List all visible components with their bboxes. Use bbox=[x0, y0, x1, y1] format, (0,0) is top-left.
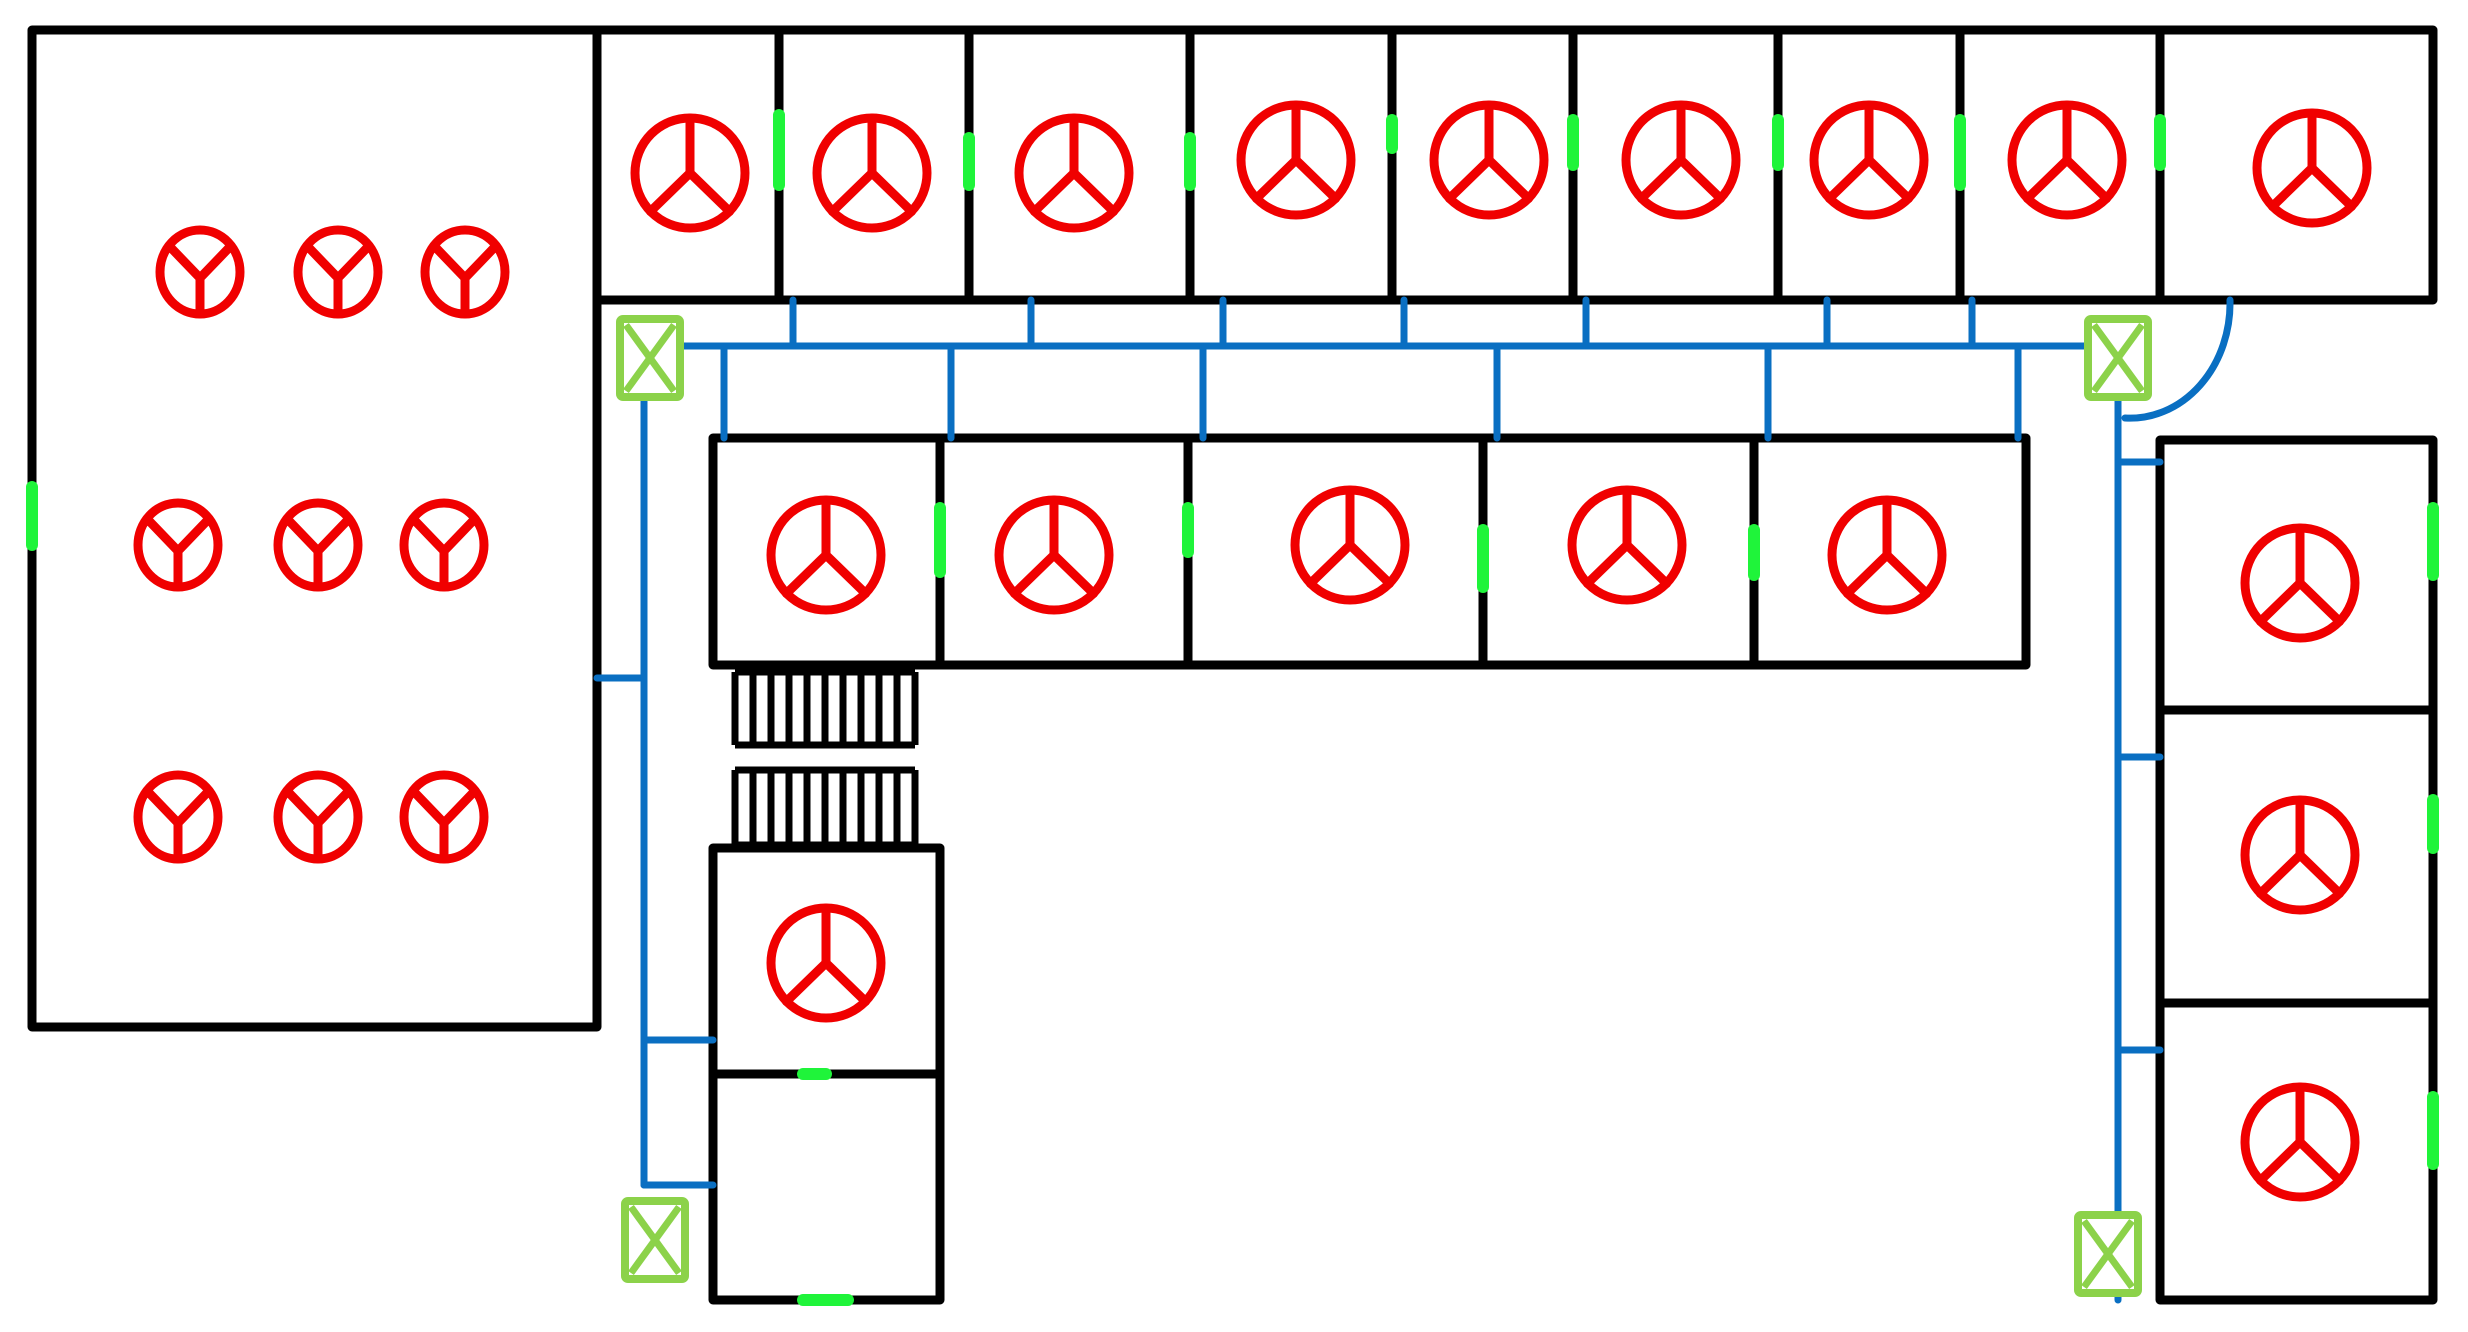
peace-symbol-icon bbox=[1809, 100, 1929, 220]
fixtures bbox=[133, 100, 2372, 1202]
peace-symbol-icon bbox=[1621, 100, 1741, 220]
peace-symbol-icon bbox=[1827, 495, 1947, 615]
y-symbol-icon bbox=[155, 225, 245, 319]
doors bbox=[26, 109, 2439, 1306]
y-symbol-icon bbox=[133, 770, 223, 864]
valve-x-box-icon bbox=[621, 1197, 689, 1283]
y-symbol-icon bbox=[399, 770, 489, 864]
pipes bbox=[593, 296, 2234, 1304]
pipe-corner-arc bbox=[2121, 296, 2234, 422]
peace-symbol-icon bbox=[1567, 485, 1687, 605]
peace-symbol-icon bbox=[2007, 100, 2127, 220]
y-symbol-icon bbox=[420, 225, 510, 319]
peace-symbol-icon bbox=[2252, 108, 2372, 228]
peace-symbol-icon bbox=[994, 495, 1114, 615]
valve-x-box-icon bbox=[2084, 315, 2152, 401]
right-wing-outline bbox=[2155, 435, 2438, 1305]
peace-symbol-icon bbox=[630, 113, 750, 233]
y-symbol-icon bbox=[293, 225, 383, 319]
peace-symbol-icon bbox=[2240, 1082, 2360, 1202]
peace-symbol-icon bbox=[2240, 523, 2360, 643]
peace-symbol-icon bbox=[766, 495, 886, 615]
peace-symbol-icon bbox=[1014, 113, 1134, 233]
walls bbox=[27, 25, 2438, 1305]
y-symbol-icon bbox=[273, 498, 363, 592]
peace-symbol-icon bbox=[1429, 100, 1549, 220]
valves bbox=[616, 315, 2152, 1297]
y-symbol-icon bbox=[273, 770, 363, 864]
top-wing-outline bbox=[592, 25, 2438, 305]
peace-symbol-icon bbox=[1290, 485, 1410, 605]
peace-symbol-icon bbox=[812, 113, 932, 233]
hall-outline bbox=[27, 25, 602, 1032]
y-symbol-icon bbox=[399, 498, 489, 592]
peace-symbol-icon bbox=[1236, 100, 1356, 220]
stairs-icon bbox=[731, 668, 919, 849]
middle-wing-outline bbox=[708, 433, 2031, 670]
valve-x-box-icon bbox=[616, 315, 684, 401]
peace-symbol-icon bbox=[766, 903, 886, 1023]
peace-symbol-icon bbox=[2240, 795, 2360, 915]
y-symbol-icon bbox=[133, 498, 223, 592]
valve-x-box-icon bbox=[2074, 1211, 2142, 1297]
